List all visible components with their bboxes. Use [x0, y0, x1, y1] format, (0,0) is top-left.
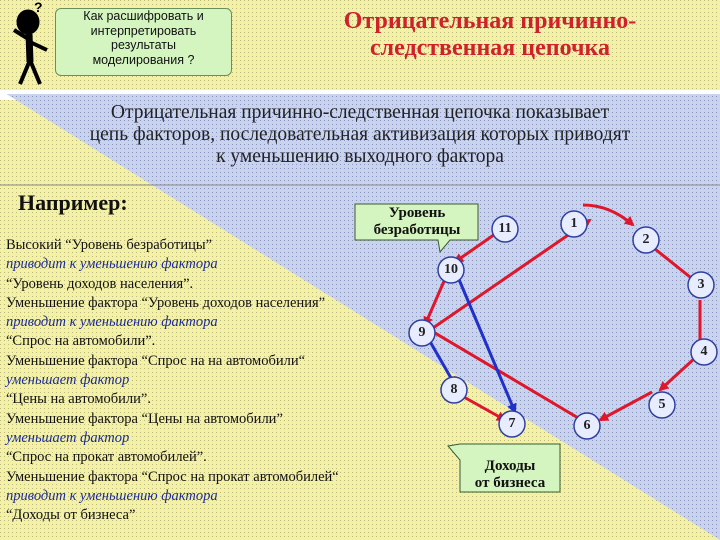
node-2: 2 — [642, 232, 650, 247]
title-line: Отрицательная причинно- — [343, 8, 637, 34]
end-box-line: от бизнеса — [474, 475, 546, 491]
node-5: 5 — [658, 397, 666, 412]
node-8: 8 — [450, 382, 458, 397]
svg-text:?: ? — [34, 0, 43, 15]
node-7: 7 — [508, 416, 516, 431]
end-box-label: Доходы от бизнеса — [460, 458, 560, 492]
example-line: “Спрос на автомобили”. — [6, 333, 156, 350]
node-11: 11 — [498, 221, 512, 236]
help-line: Как расшифровать и — [83, 9, 204, 23]
arrow-8-to-7 — [461, 394, 507, 422]
title-line: следственная цепочка — [370, 35, 610, 61]
example-line: приводит к уменьшению фактора — [6, 314, 218, 331]
example-line: Уменьшение фактора “Цены на автомобили” — [6, 410, 283, 427]
end-box-line: Доходы — [484, 458, 536, 474]
help-line: интерпретировать — [90, 23, 197, 38]
example-line: Высокий “Уровень безработицы” — [6, 237, 213, 253]
start-box-label: Уровень безработицы — [356, 205, 478, 239]
example-line: уменьшает фактор — [6, 429, 130, 446]
help-callout[interactable]: Как расшифровать и интерпретировать резу… — [55, 8, 232, 76]
node-3: 3 — [697, 277, 705, 292]
arrow-11-to-10 — [453, 230, 499, 264]
intro-line: цепь факторов, последовательная активиза… — [89, 124, 631, 145]
start-box-line: безработицы — [373, 222, 461, 238]
header-note-area: Как расшифровать и интерпретировать резу… — [0, 0, 235, 90]
arrow-5-to-6 — [598, 390, 653, 422]
start-box-line: Уровень — [388, 205, 446, 221]
arrow-1-to-2 — [582, 203, 635, 227]
start-box — [354, 203, 479, 254]
node-9: 9 — [418, 325, 426, 340]
help-line: моделирования ? — [92, 52, 195, 67]
node-1: 1 — [570, 216, 578, 231]
example-line: Уменьшение фактора “Спрос на прокат авто… — [6, 468, 339, 485]
example-line: приводит к уменьшению фактора — [6, 256, 218, 273]
arrow-4-to-5 — [658, 356, 697, 392]
example-line: приводит к уменьшению фактора — [6, 487, 218, 504]
node-4: 4 — [700, 344, 708, 359]
arrow-10-to-7 — [453, 269, 517, 414]
example-line: “Цены на автомобили”. — [6, 391, 151, 408]
intro-text: Отрицательная причинно-следственная цепо… — [10, 102, 710, 168]
example-line: “Спрос на прокат автомобилей”. — [6, 449, 207, 466]
example-line: уменьшает фактор — [6, 372, 130, 389]
example-line: Уменьшение фактора “Спрос на на автомоби… — [6, 352, 306, 369]
example-line: Уменьшение фактора “Уровень доходов насе… — [6, 294, 326, 311]
thinking-figure-icon: ? — [12, 0, 48, 85]
example-line: “Уровень доходов населения”. — [6, 275, 194, 292]
page-title: Отрицательная причинно- следственная цеп… — [270, 8, 710, 62]
help-line: результаты — [111, 38, 176, 52]
node-circles — [408, 210, 718, 440]
node-6: 6 — [583, 418, 591, 433]
intro-line: к уменьшению выходного фактора — [216, 146, 504, 167]
intro-line: Отрицательная причинно-следственная цепо… — [110, 102, 610, 123]
example-heading: Например: — [18, 190, 128, 215]
example-line: “Доходы от бизнеса” — [6, 507, 136, 524]
node-10: 10 — [444, 262, 458, 277]
end-box — [447, 443, 561, 493]
example-list: Высокий “Уровень безработицы” приводит к … — [6, 236, 446, 525]
